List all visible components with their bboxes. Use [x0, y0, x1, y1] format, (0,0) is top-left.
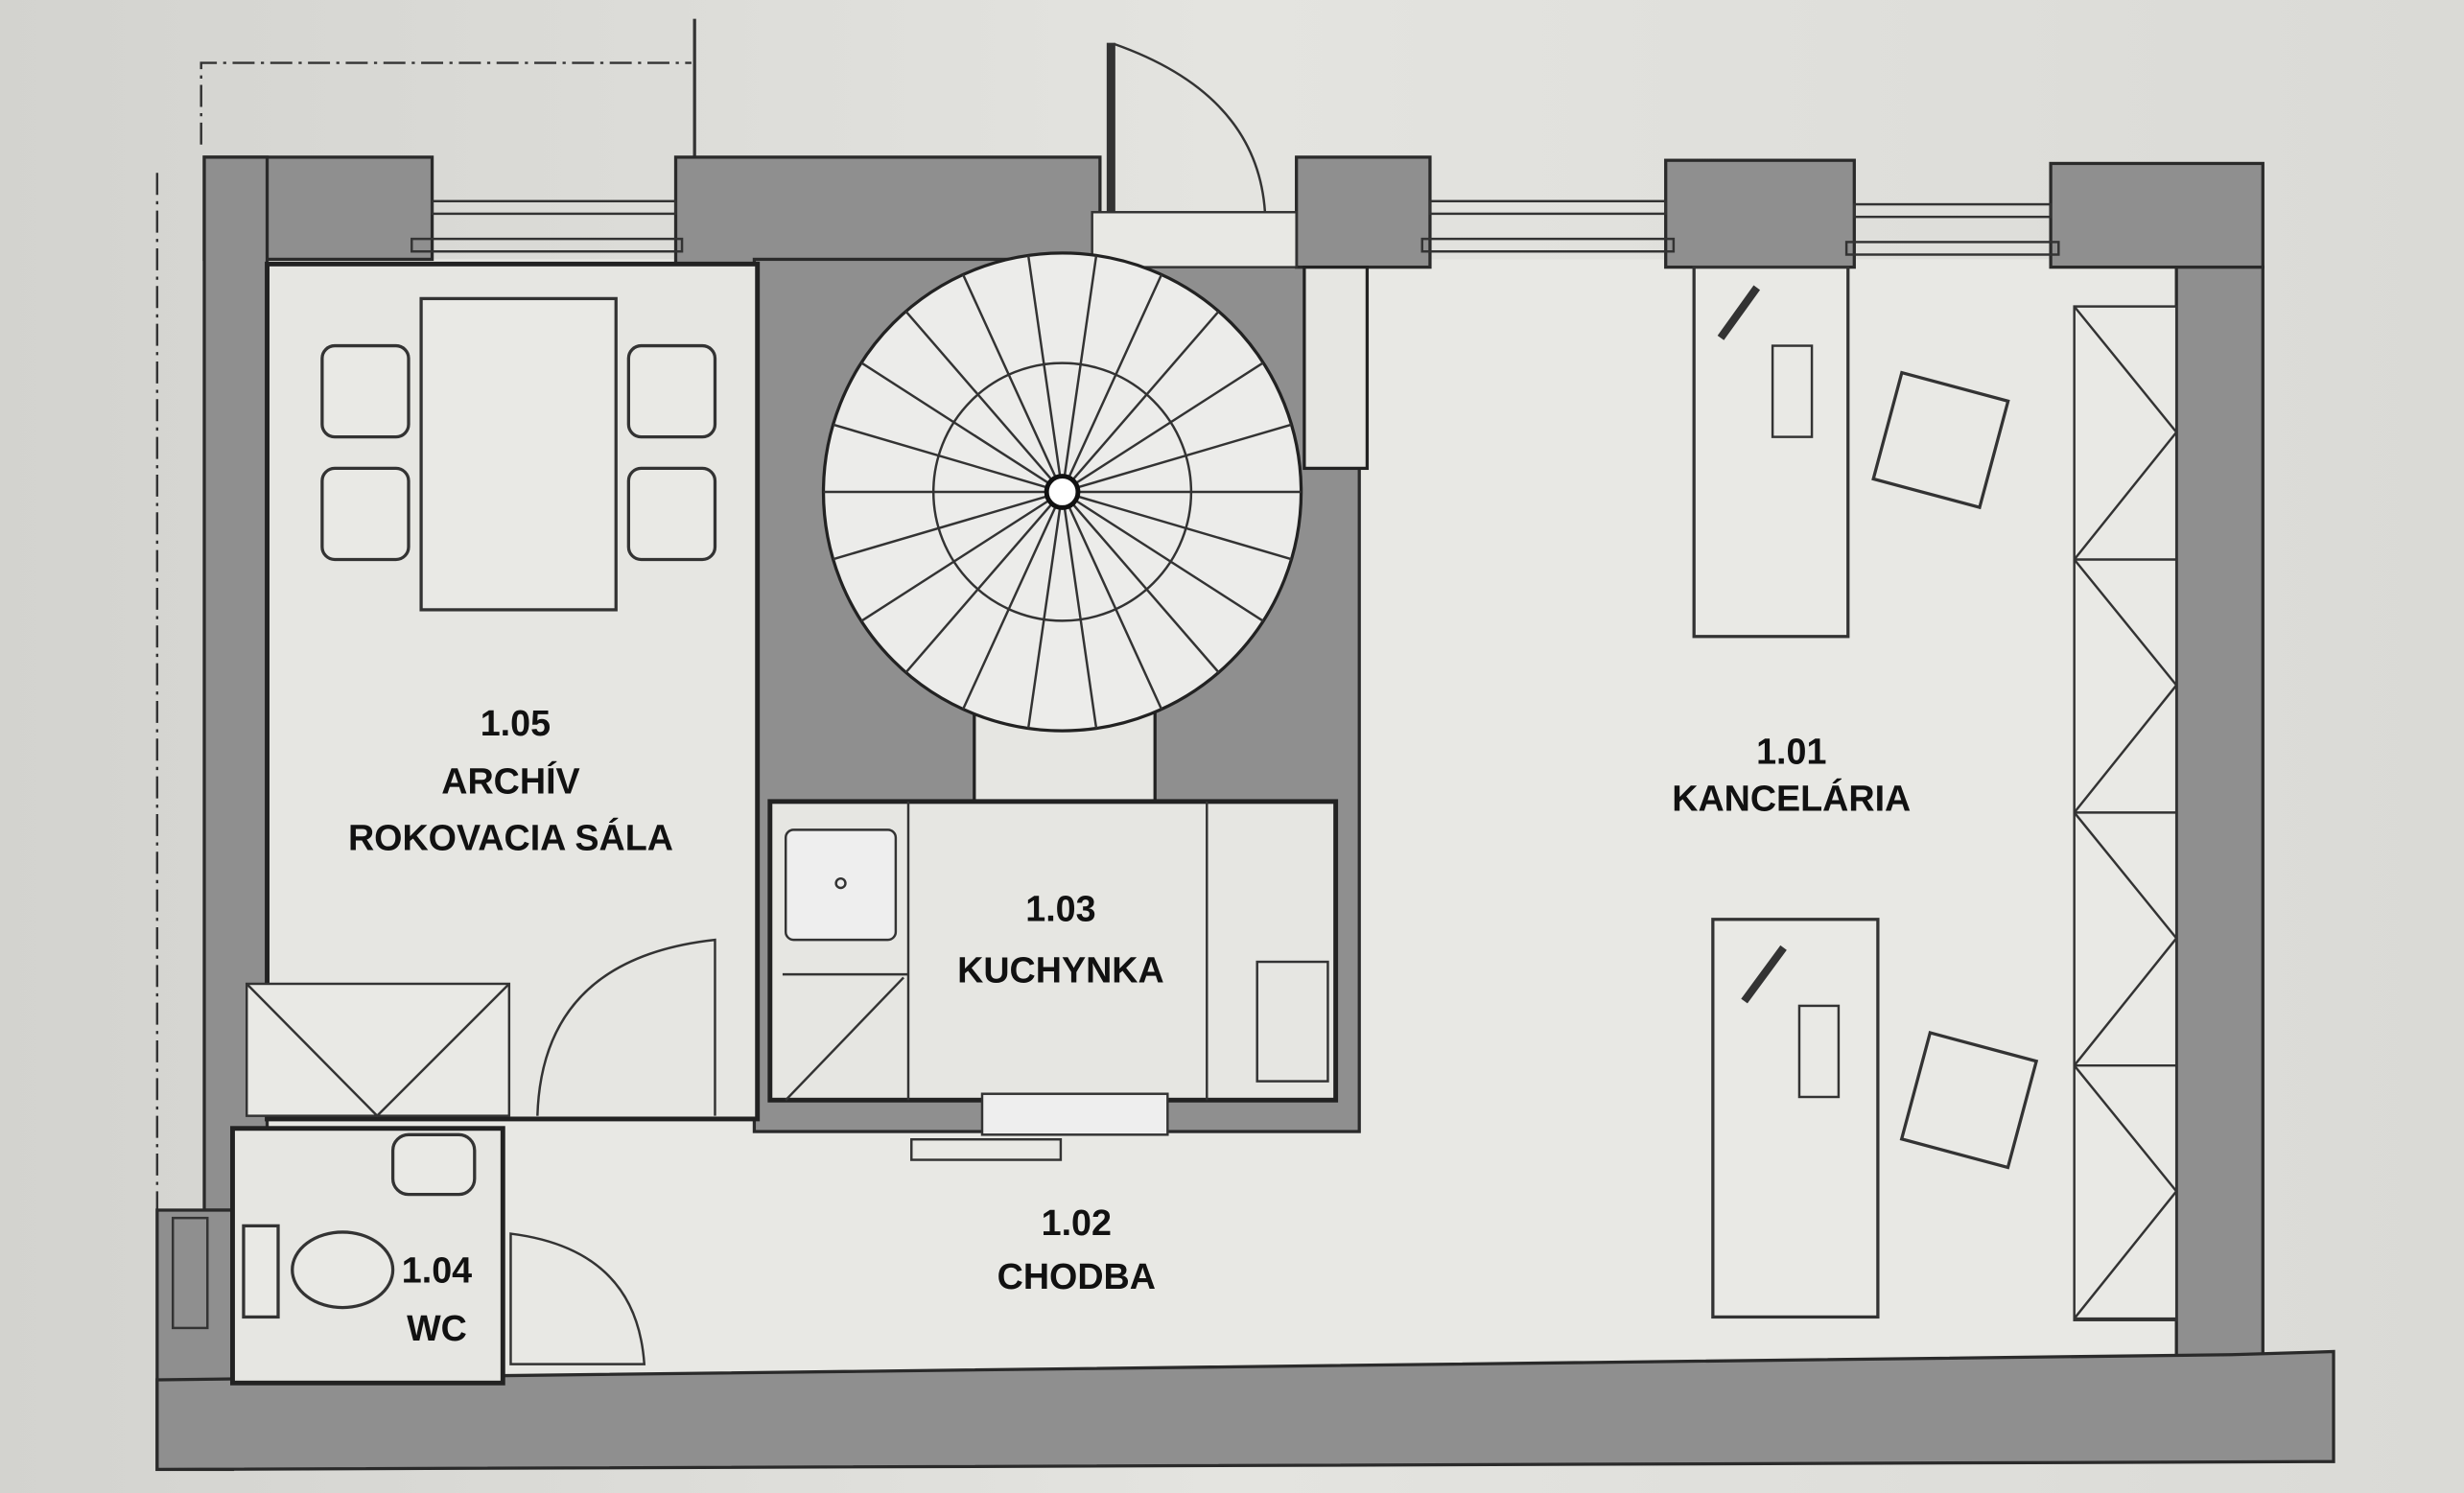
room-name-1-05-line1: ARCHÍV [441, 761, 579, 802]
stair-tread [1061, 491, 1098, 729]
wc-fixtures [242, 1132, 477, 1319]
room-number-1-04: 1.04 [402, 1249, 472, 1290]
room-name-1-04: WC [407, 1308, 467, 1348]
stair-tread [1026, 255, 1064, 493]
archive-cabinet [245, 982, 511, 1118]
shelf-section [2073, 558, 2178, 814]
spiral-staircase [821, 251, 1370, 811]
room-name-1-01: KANCELÁRIA [1672, 779, 1911, 819]
stair-tread [1026, 491, 1064, 729]
entrance-door [1091, 42, 1298, 268]
stair-tread [860, 362, 1064, 494]
shelf-section [2073, 811, 2178, 1067]
room-number-1-03: 1.03 [1025, 888, 1095, 928]
stair-tread [860, 490, 1064, 622]
stair-tread [833, 490, 1063, 561]
stair-tread [1061, 491, 1220, 674]
stair-tread [961, 491, 1064, 711]
room-name-1-02: CHODBA [997, 1256, 1156, 1296]
office-furniture [1692, 265, 2039, 1319]
chairs [320, 343, 717, 562]
meeting-table [419, 296, 618, 612]
shelf-section [2073, 1064, 2178, 1320]
stair-tread [1062, 490, 1292, 561]
room-name-1-03: KUCHYNKA [957, 949, 1164, 990]
stair-tread [1061, 255, 1098, 493]
wall-shelving [2073, 305, 2178, 1321]
room-name-1-05-line2: ROKOVACIA SÁLA [348, 818, 673, 858]
kitchen-counter [782, 801, 1329, 1161]
stair-tread [904, 491, 1064, 674]
stair-tread [1061, 310, 1220, 493]
stair-tread [1061, 273, 1163, 493]
door-wc [509, 1232, 646, 1365]
stair-tread [1061, 362, 1264, 494]
room-number-1-05: 1.05 [481, 703, 551, 743]
stair-tread [1061, 490, 1264, 622]
room-labels: 1.05 ARCHÍV ROKOVACIA SÁLA 1.03 KUCHYNKA… [348, 703, 1911, 1348]
door-1-05 [536, 938, 716, 1116]
room-number-1-02: 1.02 [1042, 1202, 1112, 1243]
stair-tread [1062, 423, 1292, 494]
shelf-section [2073, 305, 2178, 561]
windows [171, 199, 2060, 1330]
stair-tread [1061, 491, 1163, 711]
stair-tread [961, 273, 1064, 493]
room-number-1-01: 1.01 [1756, 732, 1826, 772]
stair-tread [833, 423, 1063, 494]
stair-tread [904, 310, 1064, 493]
